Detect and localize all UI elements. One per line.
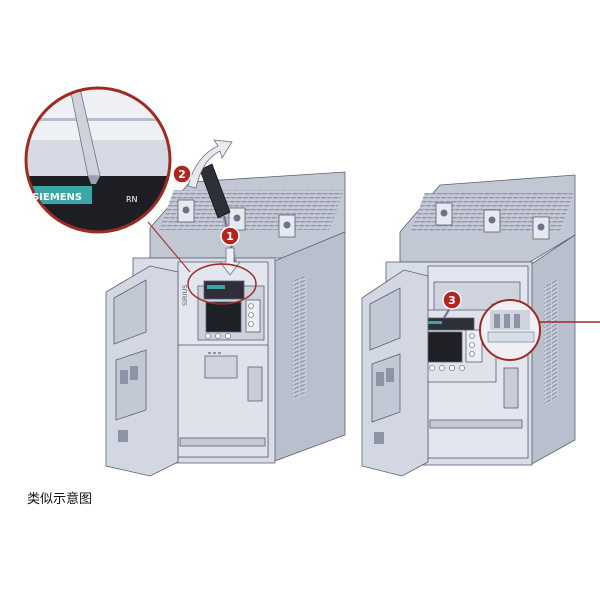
zoom-leader-line [147, 221, 191, 273]
right-device: SIRIUS [361, 174, 576, 477]
zoom-led-label: RN [126, 195, 138, 204]
right-open-door [361, 269, 429, 477]
rotate-arrow-icon [187, 139, 233, 189]
left-highlight-ring [187, 263, 257, 305]
zoom-callout [24, 86, 172, 234]
right-zoom-ring [479, 299, 600, 361]
step-badge-3: 3 [442, 290, 462, 319]
left-open-door [105, 265, 179, 477]
zoom-brand-text: SIEMENS [32, 192, 82, 203]
step-badge-1: 1 [220, 226, 240, 246]
step-badge-2: 2 [172, 164, 192, 184]
left-display-module: SIRIUS [181, 280, 265, 341]
push-arrow-icon [219, 247, 241, 276]
figure-caption: 类似示意图 [27, 492, 93, 507]
svg-text:2: 2 [178, 168, 186, 181]
left-sirius-label: SIRIUS [181, 285, 189, 306]
svg-text:3: 3 [448, 294, 456, 307]
left-device: SIRIUS [105, 171, 346, 477]
svg-text:1: 1 [226, 230, 234, 243]
left-heatsink-fins [159, 190, 344, 230]
